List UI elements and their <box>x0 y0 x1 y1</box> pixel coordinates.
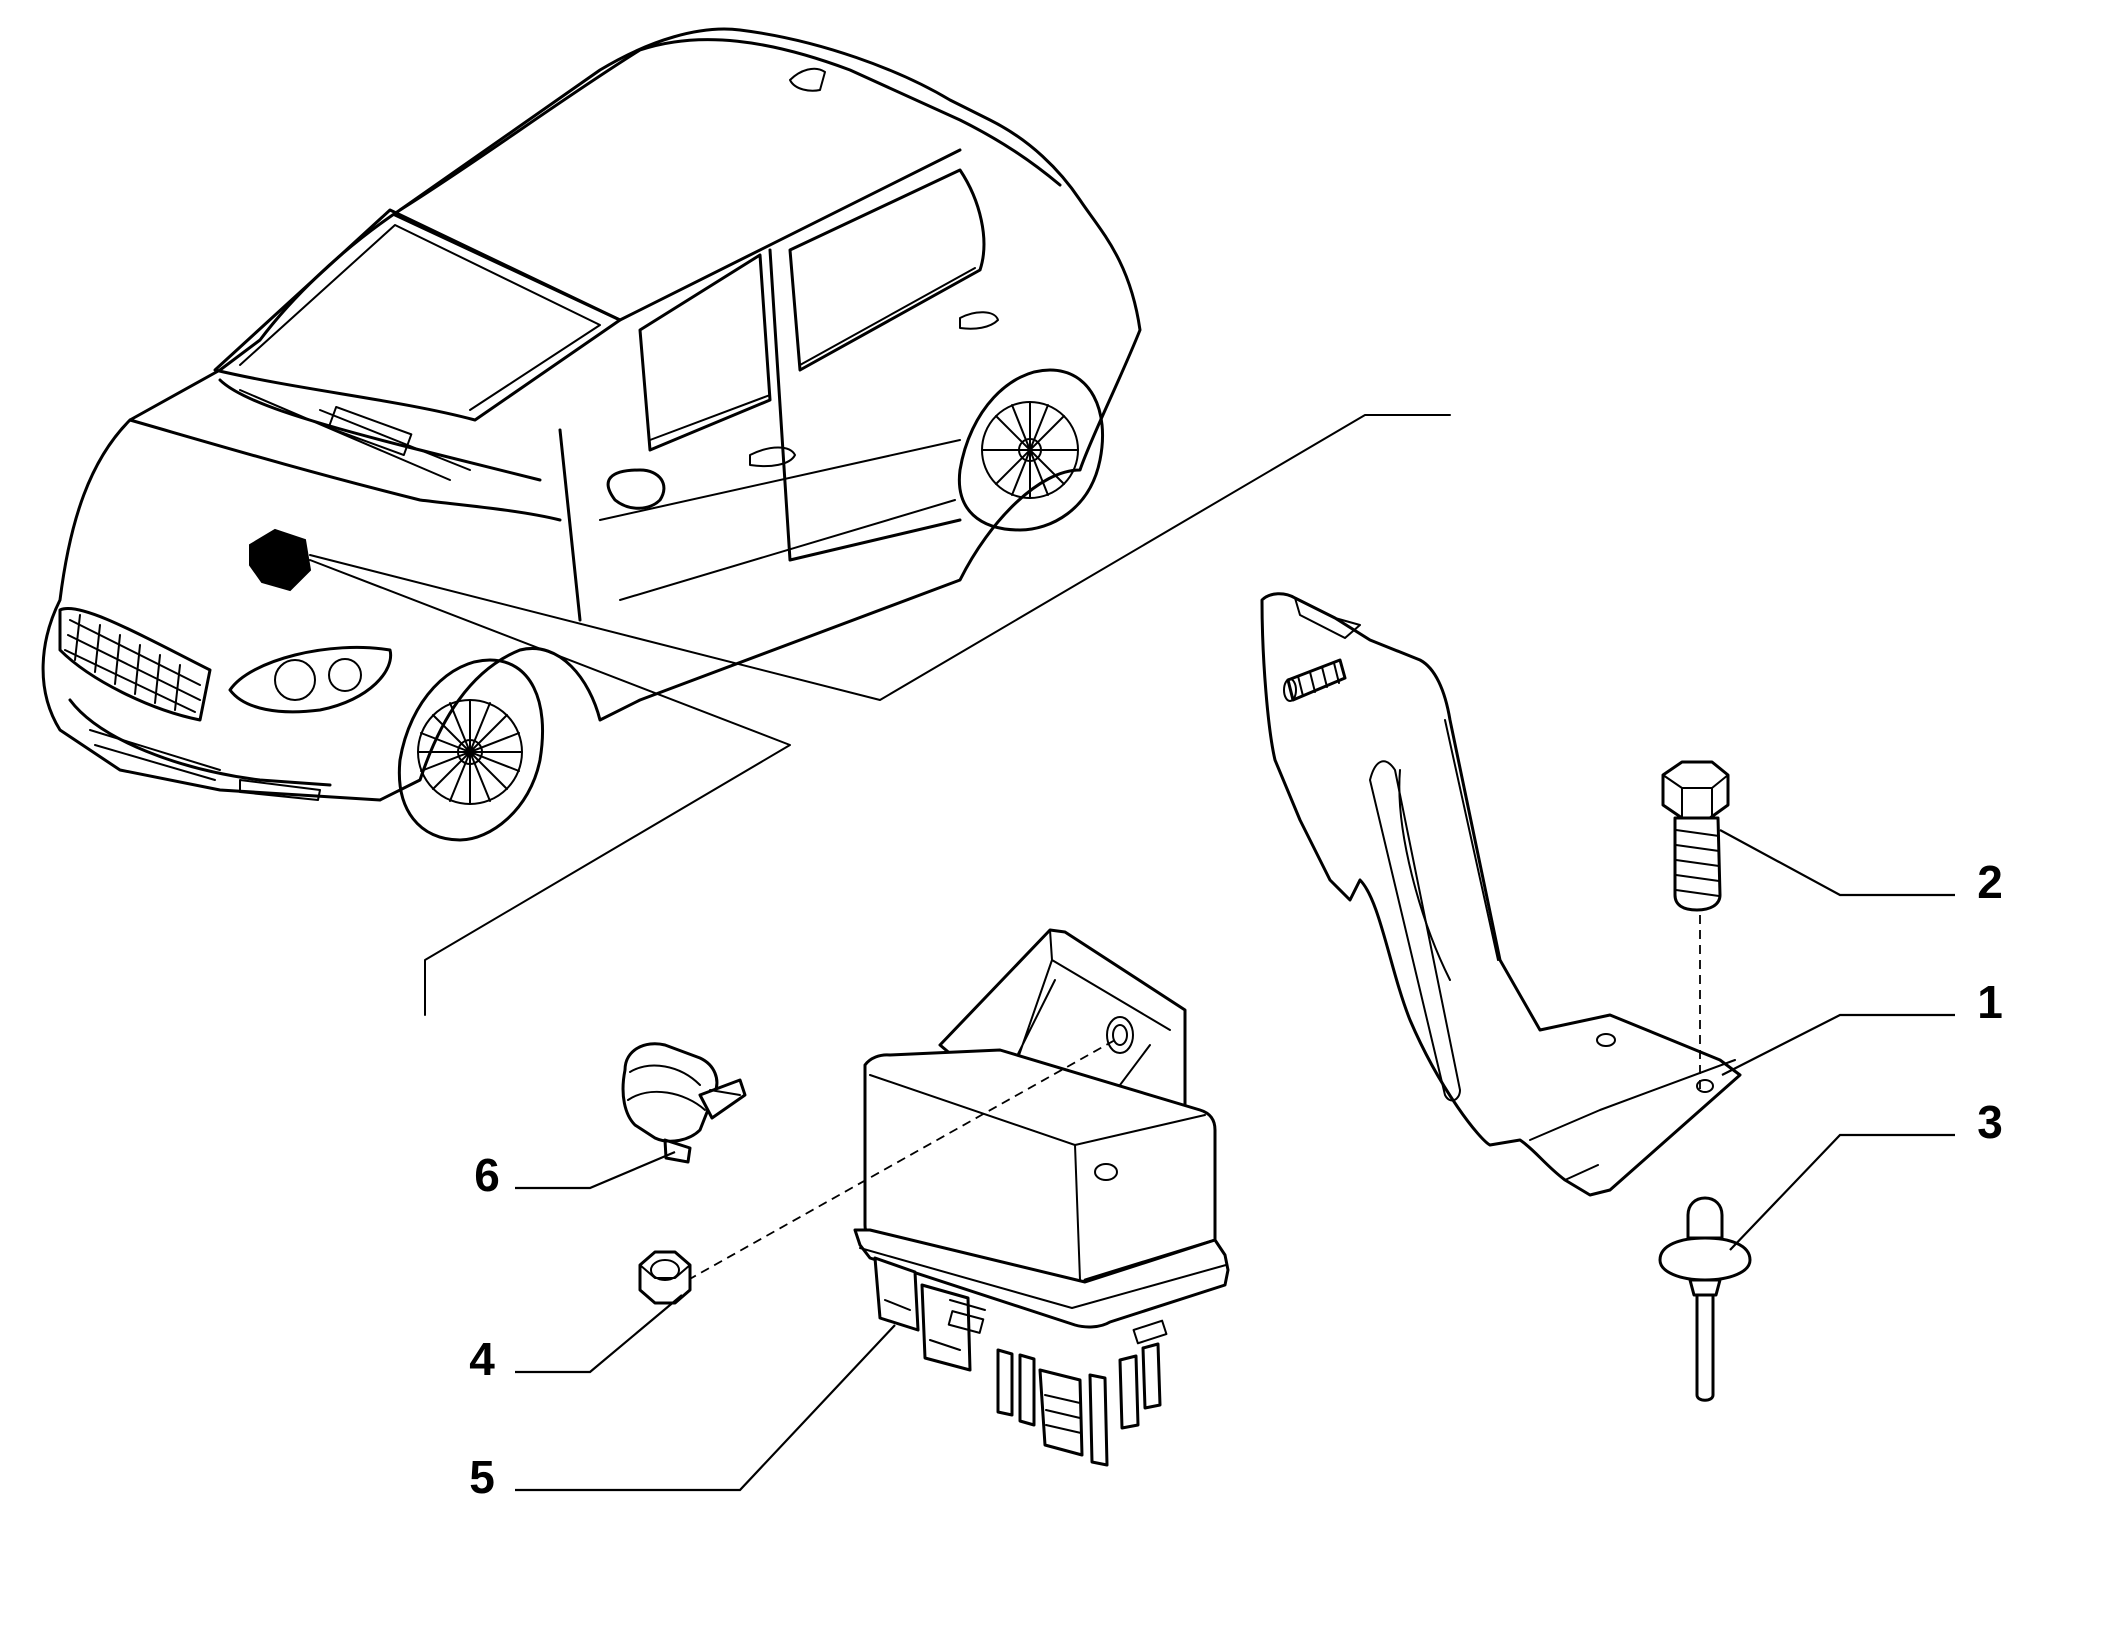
cable-clip <box>621 1042 747 1164</box>
leader-line-1 <box>1721 1013 1955 1076</box>
hex-nut <box>638 1250 692 1305</box>
leader-lines <box>515 829 1955 1492</box>
callout-labels: 1 2 3 4 5 6 <box>469 856 2003 1503</box>
car-overview <box>41 27 1142 842</box>
callout-1: 1 <box>1977 976 2003 1028</box>
leader-line-2 <box>1719 829 1955 897</box>
leader-line-5 <box>515 1324 896 1492</box>
relay-location-marker <box>249 528 312 592</box>
callout-3: 3 <box>1977 1096 2003 1148</box>
rivet-stud <box>1658 1196 1752 1402</box>
callout-4: 4 <box>469 1333 495 1385</box>
relay-module <box>853 928 1230 1467</box>
callout-6: 6 <box>474 1149 500 1201</box>
nut-axis-line <box>687 1039 1116 1281</box>
callout-5: 5 <box>469 1451 495 1503</box>
leader-line-3 <box>1729 1133 1955 1251</box>
hex-bolt <box>1661 760 1730 912</box>
callout-2: 2 <box>1977 856 2003 908</box>
leader-line-4 <box>515 1294 683 1374</box>
detail-pointer-lines <box>309 414 1451 1016</box>
leader-line-6 <box>515 1150 676 1190</box>
mounting-bracket <box>1260 592 1742 1197</box>
